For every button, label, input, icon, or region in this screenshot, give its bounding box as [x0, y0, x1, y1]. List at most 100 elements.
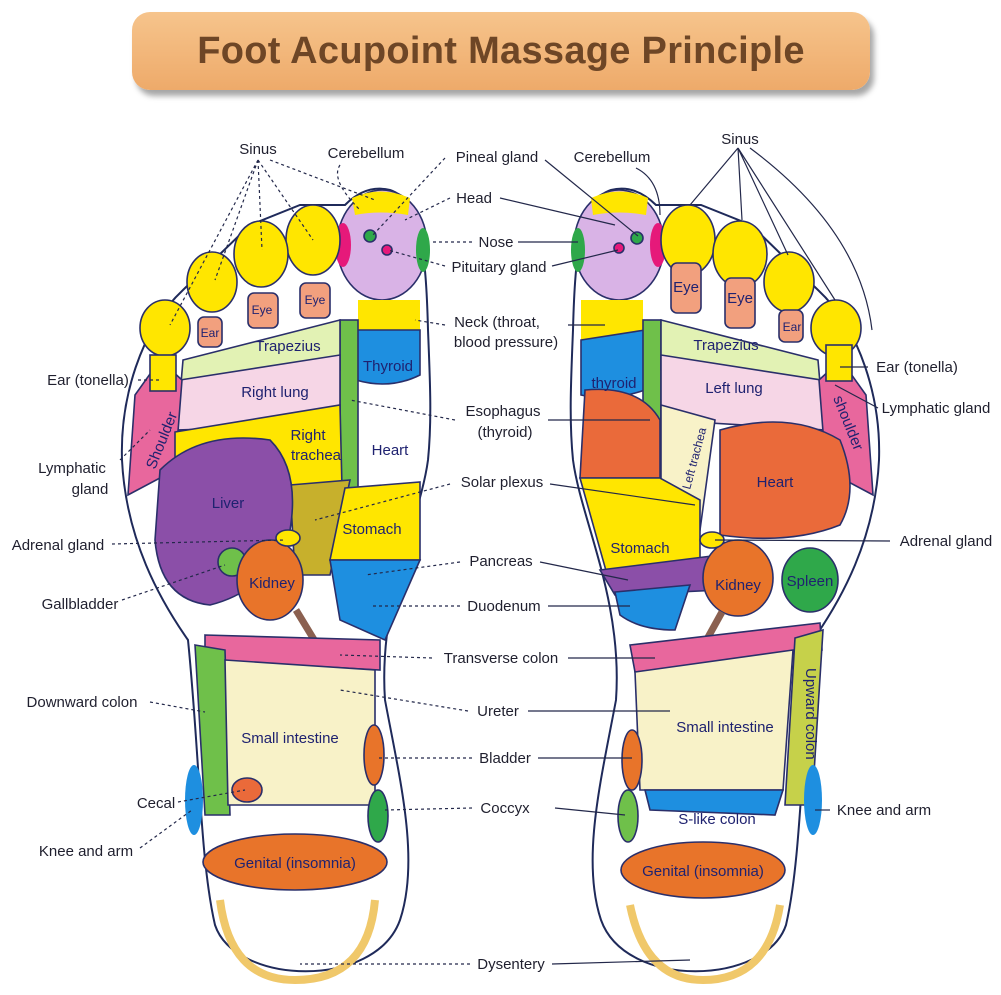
neck-label-1: Neck (throat,: [454, 314, 540, 331]
right-adrenal-leader: [714, 539, 891, 542]
left-ureter-leader: [339, 689, 469, 712]
right-adrenal-label: Adrenal gland: [900, 533, 993, 550]
left-small-intestine-label: Small intestine: [241, 730, 339, 747]
left-duodenum-zone: [329, 559, 422, 642]
left-gallbladder-label: Gallbladder: [42, 596, 119, 613]
leader-lines: [111, 147, 891, 965]
left-coccyx-leader: [384, 807, 473, 811]
page-title: Foot Acupoint Massage Principle: [197, 29, 805, 72]
pituitary-gland-label: Pituitary gland: [451, 259, 546, 276]
right-ear-tonella-zone: [825, 344, 853, 382]
right-s-colon-zone: [643, 789, 785, 816]
right-eye-zone-2: [724, 277, 756, 329]
left-trachea-label-2: trachea: [291, 447, 342, 464]
right-genital-label: Genital (insomnia): [642, 863, 764, 880]
left-big-toe-green: [416, 228, 430, 272]
left-pituitary-leader: [387, 249, 446, 267]
right-head-leader: [499, 197, 616, 226]
left-adrenal-zone: [275, 529, 301, 547]
right-toe-3: [712, 220, 768, 288]
left-ear-tonella-label: Ear (tonella): [47, 372, 129, 389]
left-ear-zone: [197, 316, 223, 348]
right-outer-labels: Sinus Cerebellum Ear (tonella) Lymphatic…: [574, 131, 993, 819]
right-stomach-label: Stomach: [610, 540, 669, 557]
right-bladder-zone: [621, 729, 643, 791]
left-head-leader: [404, 197, 451, 221]
right-trapezius-label: Trapezius: [693, 337, 758, 354]
esophagus-label-1: Esophagus: [465, 403, 540, 420]
left-knee-label: Knee and arm: [39, 843, 133, 860]
left-esophagus-zone: [339, 319, 359, 496]
right-eye-label-1: Eye: [673, 279, 699, 296]
left-toe-5: [139, 299, 191, 357]
solar-plexus-label: Solar plexus: [461, 474, 544, 491]
right-upward-colon-label: Upward colon: [802, 668, 819, 760]
center-labels: Pineal gland Head Nose Pituitary gland N…: [444, 149, 559, 973]
left-solar-leader: [314, 483, 451, 521]
right-coccyx-zone: [617, 789, 639, 843]
title-banner: Foot Acupoint Massage Principle: [132, 12, 870, 90]
left-coccyx-zone: [367, 789, 389, 843]
left-neck-leader: [414, 319, 446, 326]
esophagus-label-2: (thyroid): [477, 424, 532, 441]
right-zone-labels: Eye Eye Ear Trapezius Left lung thyroid …: [591, 279, 866, 880]
right-eye-zone-1: [670, 262, 702, 314]
left-cecal-label: Cecal: [137, 795, 175, 812]
right-foot: [569, 187, 881, 985]
bladder-label: Bladder: [479, 750, 531, 767]
left-downward-colon-label: Downward colon: [27, 694, 138, 711]
left-outer-labels: Sinus Cerebellum Ear (tonella) Lymphatic…: [12, 141, 405, 860]
left-ear-tonella-zone: [149, 354, 177, 392]
right-spleen-zone: [781, 547, 839, 613]
left-cecal-leader: [177, 789, 246, 803]
right-dysentery-zone: [626, 904, 784, 985]
left-thyroid-zone: [355, 329, 421, 385]
left-heart-label: Heart: [372, 442, 410, 459]
right-lung-label: Left lung: [705, 380, 763, 397]
right-lymphatic-leader: [834, 384, 879, 409]
left-cecal-zone: [231, 777, 263, 803]
left-thyroid-label: Thyroid: [363, 358, 413, 375]
left-stomach-label: Stomach: [342, 521, 401, 538]
left-pituitary-dot: [381, 244, 393, 256]
right-big-toe-green: [571, 228, 585, 272]
right-heart-label: Heart: [757, 474, 795, 491]
left-eye-label-2: Eye: [305, 293, 326, 307]
right-sinus-leader: [689, 147, 873, 331]
left-eye-label-1: Eye: [252, 303, 273, 317]
right-ear-label: Ear: [783, 320, 802, 334]
left-zone-labels: Eye Eye Ear Trapezius Right lung Right t…: [143, 293, 413, 872]
left-knee-leader: [139, 809, 193, 849]
left-liver-label: Liver: [212, 495, 245, 512]
right-pineal-dot: [630, 231, 644, 245]
left-knee-zone: [185, 765, 203, 835]
right-ear-tonella-label: Ear (tonella): [876, 359, 958, 376]
right-genital-zone: [620, 841, 786, 899]
right-knee-label: Knee and arm: [837, 802, 931, 819]
transverse-colon-label: Transverse colon: [444, 650, 559, 667]
ureter-label: Ureter: [477, 703, 519, 720]
left-lymphatic-label-1: Lymphatic: [38, 460, 106, 477]
right-solar-leader: [549, 483, 696, 506]
right-coccyx-leader: [554, 807, 626, 816]
right-eye-label-2: Eye: [727, 290, 753, 307]
right-ear-zone: [778, 309, 804, 343]
left-gallbladder-leader: [121, 564, 226, 601]
left-lung-label: Right lung: [241, 384, 309, 401]
left-pancreas-leader: [364, 561, 461, 576]
left-lymphatic-label-2: gland: [72, 481, 109, 498]
right-toe-4: [763, 251, 815, 313]
right-kidney-label: Kidney: [715, 577, 761, 594]
right-cerebellum-leader: [635, 167, 661, 216]
right-thyroid-label: thyroid: [591, 375, 636, 392]
left-cerebellum-leader: [336, 164, 361, 211]
right-pituitary-leader: [551, 249, 619, 267]
duodenum-label: Duodenum: [467, 598, 540, 615]
left-eye-zone-1: [299, 282, 331, 319]
right-pineal-leader: [544, 159, 639, 237]
right-dysentery-leader: [551, 959, 691, 965]
right-sinus-label: Sinus: [721, 131, 759, 148]
right-knee-zone: [804, 765, 822, 835]
right-s-colon-label: S-like colon: [678, 811, 756, 828]
